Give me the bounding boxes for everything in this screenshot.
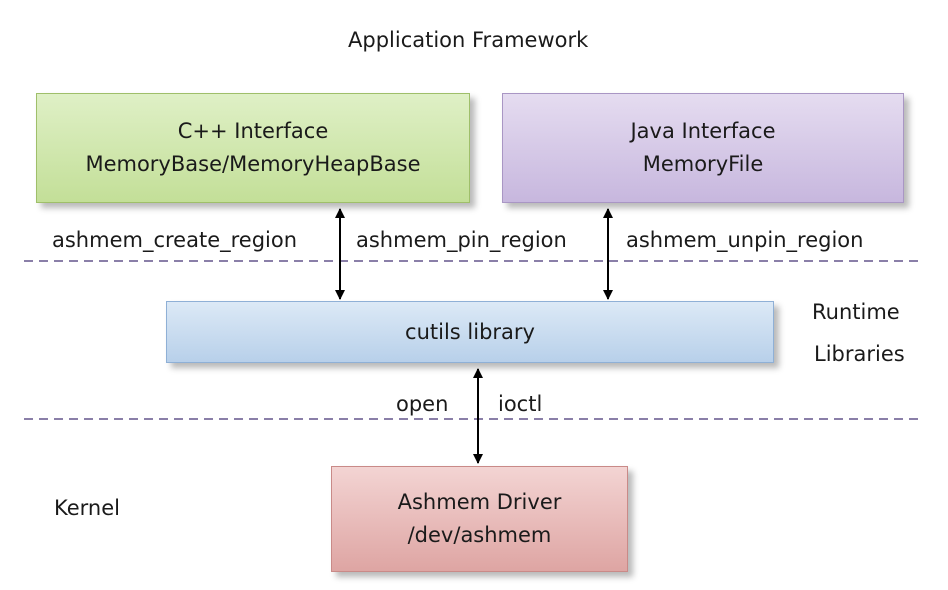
cutils-library-box: cutils library bbox=[166, 301, 774, 363]
java-interface-box: Java Interface MemoryFile bbox=[502, 93, 904, 203]
ashmem-device-path: /dev/ashmem bbox=[407, 523, 552, 547]
call-label-create-region: ashmem_create_region bbox=[52, 228, 298, 252]
call-label-open: open bbox=[396, 392, 449, 416]
cutils-library-title: cutils library bbox=[405, 319, 535, 344]
call-label-ioctl: ioctl bbox=[498, 392, 543, 416]
cpp-interface-classes: MemoryBase/MemoryHeapBase bbox=[85, 152, 421, 176]
cpp-interface-title: C++ Interface bbox=[177, 119, 329, 144]
java-interface-title: Java Interface bbox=[630, 119, 776, 144]
ashmem-driver-title: Ashmem Driver bbox=[397, 490, 562, 515]
layer-label-runtime: Runtime bbox=[812, 300, 900, 324]
layer-label-application-framework: Application Framework bbox=[348, 28, 589, 52]
layer-label-kernel: Kernel bbox=[54, 496, 120, 520]
ashmem-driver-box: Ashmem Driver /dev/ashmem bbox=[331, 466, 628, 572]
java-interface-classes: MemoryFile bbox=[642, 152, 764, 176]
cpp-interface-box: C++ Interface MemoryBase/MemoryHeapBase bbox=[36, 93, 470, 203]
call-label-unpin-region: ashmem_unpin_region bbox=[626, 228, 864, 252]
layer-label-libraries: Libraries bbox=[814, 342, 905, 366]
call-label-pin-region: ashmem_pin_region bbox=[356, 228, 567, 252]
